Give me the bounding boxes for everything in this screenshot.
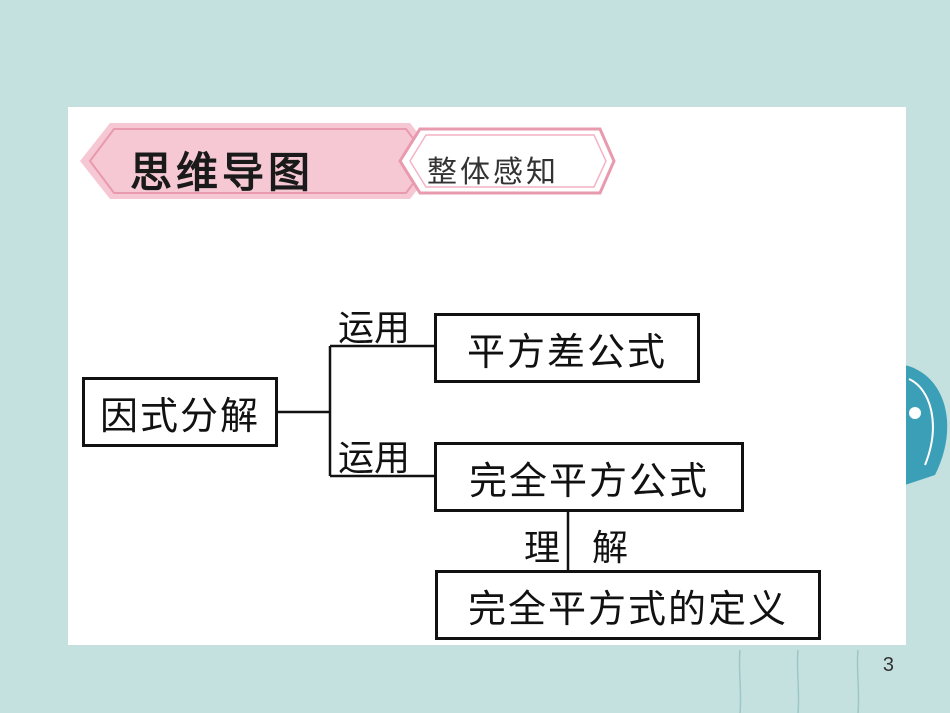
sub-node: 完全平方式的定义: [435, 570, 821, 640]
header-banner: 思维导图 整体感知: [80, 121, 620, 201]
branch-2-node: 完全平方公式: [434, 442, 744, 512]
banner-title: 思维导图: [130, 148, 315, 197]
sub-relation-left: 理: [524, 528, 561, 569]
root-node: 因式分解: [82, 377, 278, 447]
decorative-lines: [738, 650, 860, 713]
banner-subtitle: 整体感知: [427, 155, 559, 190]
decorative-circle-shape: [905, 365, 948, 485]
branch-1-node: 平方差公式: [434, 313, 700, 383]
branch-2-relation: 运用: [338, 438, 411, 479]
page-number: 3: [882, 654, 894, 676]
sub-relation-right: 解: [592, 528, 629, 569]
mindmap-connectors: [278, 344, 570, 572]
content-panel: 思维导图 整体感知 因式分解 运用 平方差公式 运用 完全平方公式 理 解 完全…: [68, 107, 906, 645]
branch-1-relation: 运用: [338, 308, 411, 349]
banner-shape: [80, 123, 616, 199]
